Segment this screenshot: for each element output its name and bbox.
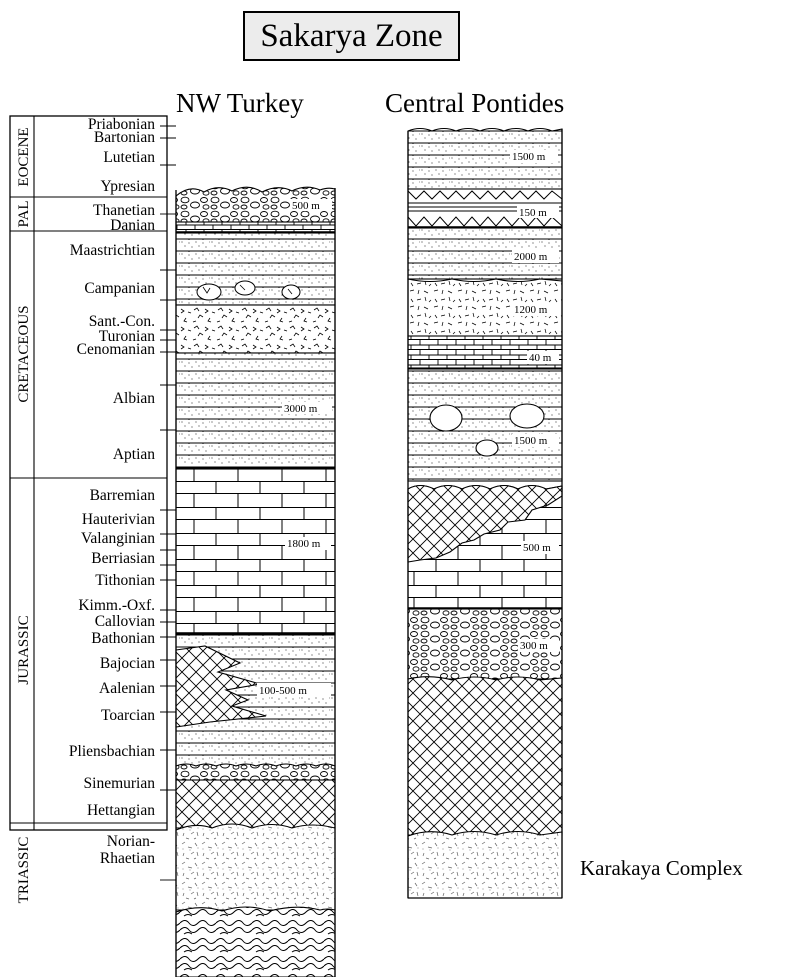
- thickness-label: 300 m: [520, 640, 548, 652]
- thickness-label: 1200 m: [514, 304, 548, 316]
- thickness-label: 500 m: [292, 200, 320, 212]
- period-label-jurassic: JURASSIC: [16, 615, 32, 684]
- stage-label: Toarcian: [101, 707, 155, 724]
- lithology-ophiolite: [407, 484, 563, 563]
- thickness-label: 150 m: [519, 207, 547, 219]
- stage-label: Aptian: [113, 446, 155, 463]
- lithology-limestone: [175, 221, 336, 233]
- stage-label: Ypresian: [100, 178, 155, 195]
- stage-label: Priabonian: [88, 116, 155, 133]
- lithology-tuff: [407, 278, 563, 337]
- lithology-conglomerate: [175, 763, 336, 781]
- lithology-ophiolite: [175, 645, 267, 728]
- stage-label: Norian-: [107, 833, 155, 850]
- thickness-label: 40 m: [529, 352, 552, 364]
- diagram-title: Sakarya Zone: [243, 11, 460, 61]
- column-heading-central-pontides: Central Pontides: [385, 88, 565, 118]
- time-scale: [9, 115, 176, 881]
- lithology-karakaya-complex: [175, 823, 336, 911]
- stage-label: Cenomanian: [77, 341, 156, 358]
- lithology-ophiolite: [407, 676, 563, 836]
- stage-label: Bajocian: [100, 655, 155, 672]
- stage-label: Thanetian: [93, 202, 155, 219]
- karakaya-complex-label: Karakaya Complex: [580, 856, 743, 880]
- lithology-limestone: [175, 468, 336, 634]
- period-label-eocene: EOCENE: [16, 127, 32, 186]
- lithology-karakaya-complex: [407, 830, 563, 899]
- thickness-label: 500 m: [523, 542, 551, 554]
- thickness-label: 3000 m: [284, 403, 318, 415]
- stage-label: Danian: [110, 217, 155, 234]
- stage-label: Hettangian: [87, 802, 155, 819]
- stage-label: Maastrichtian: [70, 242, 155, 259]
- stage-label: Hauterivian: [82, 511, 155, 528]
- thickness-label: 1800 m: [287, 538, 321, 550]
- thickness-label: 1500 m: [512, 151, 546, 163]
- stage-label: Turonian: [99, 328, 156, 345]
- lithology-volcanics: [175, 304, 336, 354]
- period-label-cretaceous: CRETACEOUS: [16, 305, 32, 402]
- period-label-triassic: TRIASSIC: [16, 837, 32, 904]
- stage-label: Aalenian: [99, 680, 155, 697]
- stage-label: Berriasian: [91, 550, 155, 567]
- stage-label: Sant.-Con.: [89, 313, 155, 330]
- stage-label: Rhaetian: [100, 850, 155, 867]
- stage-label: Tithonian: [95, 572, 155, 589]
- stage-label: Callovian: [95, 613, 156, 630]
- nw-turkey-column: [175, 186, 336, 977]
- stage-label: Barremian: [90, 487, 156, 504]
- thickness-label: 2000 m: [514, 251, 548, 263]
- stage-label: Bathonian: [91, 630, 155, 647]
- stage-label: Lutetian: [103, 149, 155, 166]
- lithology-sandstone-shale: [407, 127, 563, 190]
- stage-label: Sinemurian: [84, 775, 156, 792]
- stage-label: Pliensbachian: [69, 743, 155, 760]
- thickness-label: 1500 m: [514, 435, 548, 447]
- column-heading-nw-turkey: NW Turkey: [176, 88, 304, 118]
- stage-label: Kimm.-Oxf.: [78, 597, 155, 614]
- lithology-metamorphic-basement: [175, 906, 336, 977]
- stage-label: Campanian: [84, 280, 155, 297]
- lithology-conglomerate: [175, 186, 336, 223]
- central-pontides-column: [407, 127, 563, 899]
- stage-label: Bartonian: [94, 129, 155, 146]
- stage-label: Albian: [113, 390, 155, 407]
- lithology-ophiolite: [175, 779, 336, 829]
- period-label-paleocene: PAL: [16, 201, 32, 228]
- thickness-label: 100-500 m: [259, 685, 307, 697]
- stage-label: Valanginian: [81, 530, 155, 547]
